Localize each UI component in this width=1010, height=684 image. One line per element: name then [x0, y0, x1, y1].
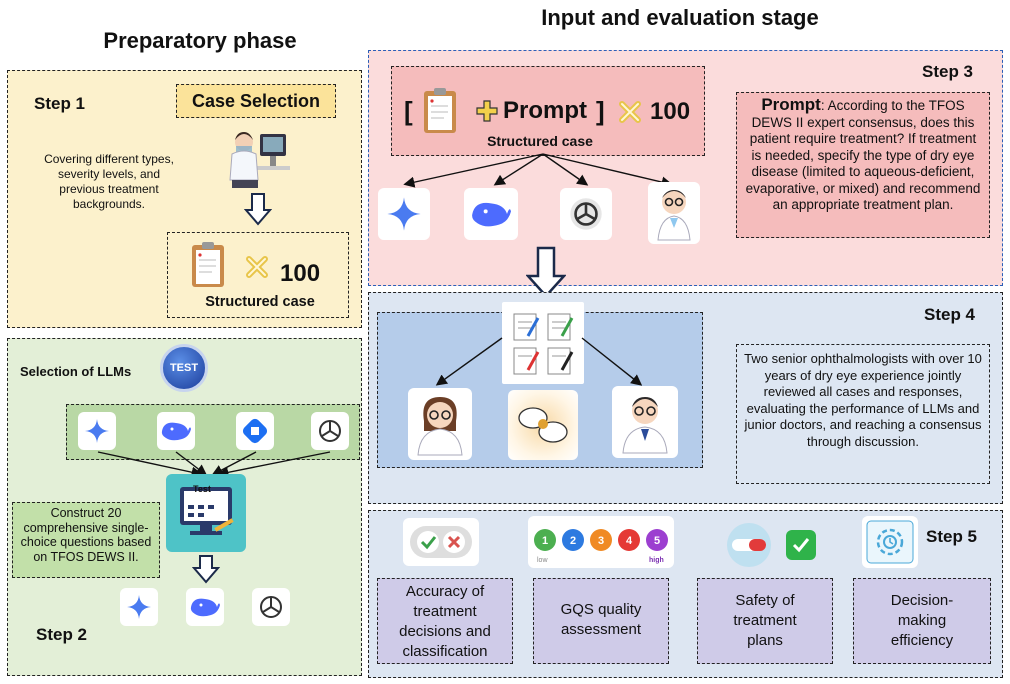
- pill-icon: [724, 522, 774, 568]
- selection-llms-label: Selection of LLMs: [20, 364, 132, 379]
- efficiency-gear-icon: [862, 516, 918, 568]
- junior-doctor-icon: [648, 182, 700, 244]
- bracket-close: ]: [596, 96, 605, 126]
- gemini-icon-3[interactable]: [378, 188, 430, 240]
- doctor-computer-icon: [222, 124, 292, 190]
- gqs-2: 2: [570, 535, 576, 547]
- down-arrow-icon-2: [192, 554, 220, 584]
- step4-label: Step 4: [924, 305, 976, 324]
- discussion-icon: [508, 390, 578, 460]
- prompt-label: Prompt: [761, 95, 821, 114]
- structured-case-label-2: Structured case: [487, 133, 593, 149]
- deepseek-icon-3[interactable]: [464, 188, 518, 240]
- bracket-open: [: [404, 96, 413, 126]
- gqs-high: high: [649, 557, 664, 564]
- gemini-icon[interactable]: [78, 412, 116, 450]
- test-badge-text: TEST: [169, 362, 199, 374]
- down-arrow-icon: [244, 192, 272, 226]
- checkbox-icon: [786, 530, 816, 560]
- test-badge-icon: TEST: [160, 344, 208, 392]
- review-arrows: [435, 337, 643, 386]
- deepseek-icon-2[interactable]: [186, 588, 224, 626]
- check-cross-icon: [403, 518, 479, 566]
- gemini-icon-2[interactable]: [120, 588, 158, 626]
- gqs-5: 5: [654, 535, 660, 547]
- prompt-count: 100: [650, 98, 691, 125]
- case-selection-badge: Case Selection: [176, 84, 336, 118]
- outcome-gqs: GQS quality assessment: [533, 578, 669, 664]
- prompt-text: According to the TFOS DEWS II expert con…: [745, 98, 981, 212]
- step3-label: Step 3: [922, 62, 974, 81]
- multiply-icon: [246, 256, 268, 278]
- gqs-low: low: [537, 557, 548, 564]
- llm-convergence-arrows: [97, 451, 331, 478]
- step2-label: Step 2: [36, 625, 88, 644]
- gqs-1: 1: [542, 535, 548, 547]
- outcome-efficiency: Decision-making efficiency: [853, 578, 991, 664]
- test-screen-icon: [166, 474, 246, 552]
- left-title: Preparatory phase: [103, 28, 297, 53]
- outcome-safety: Safety of treatment plans: [697, 578, 833, 664]
- right-title: Input and evaluation stage: [541, 5, 819, 30]
- step5-label: Step 5: [926, 527, 978, 546]
- test-screen-label: Test: [193, 484, 211, 494]
- male-doctor-icon: [612, 386, 678, 458]
- covering-text: Covering different types, severity level…: [44, 152, 174, 211]
- outcome-accuracy: Accuracy of treatment decisions and clas…: [377, 578, 513, 664]
- gqs-4: 4: [626, 535, 633, 547]
- step4-text: Two senior ophthalmologists with over 10…: [736, 344, 990, 484]
- gqs-3: 3: [598, 535, 604, 547]
- plus-icon: [476, 100, 498, 122]
- structured-case-label: Structured case: [205, 294, 315, 310]
- multiply-icon-2: [619, 101, 641, 123]
- prompt-word: Prompt: [503, 97, 587, 124]
- clipboard-icon: [188, 240, 228, 290]
- chatgpt-icon-2[interactable]: [252, 588, 290, 626]
- documents-icon: [502, 302, 584, 384]
- doubao-icon[interactable]: [236, 412, 274, 450]
- female-doctor-icon: [408, 388, 472, 460]
- chatgpt-icon[interactable]: [311, 412, 349, 450]
- gqs-scale-icon: 1 2 3 4 5 low high: [528, 516, 674, 568]
- step1-label: Step 1: [34, 94, 86, 113]
- case-count: 100: [280, 260, 321, 287]
- deepseek-icon[interactable]: [157, 412, 195, 450]
- prompt-text-box: Prompt: According to the TFOS DEWS II ex…: [736, 92, 990, 238]
- step3-fan-arrows: [403, 153, 673, 188]
- clipboard-icon-2: [420, 86, 460, 136]
- construct-text: Construct 20 comprehensive single-choice…: [12, 502, 160, 578]
- chatgpt-icon-3[interactable]: [560, 188, 612, 240]
- big-down-arrow-icon: [526, 246, 566, 298]
